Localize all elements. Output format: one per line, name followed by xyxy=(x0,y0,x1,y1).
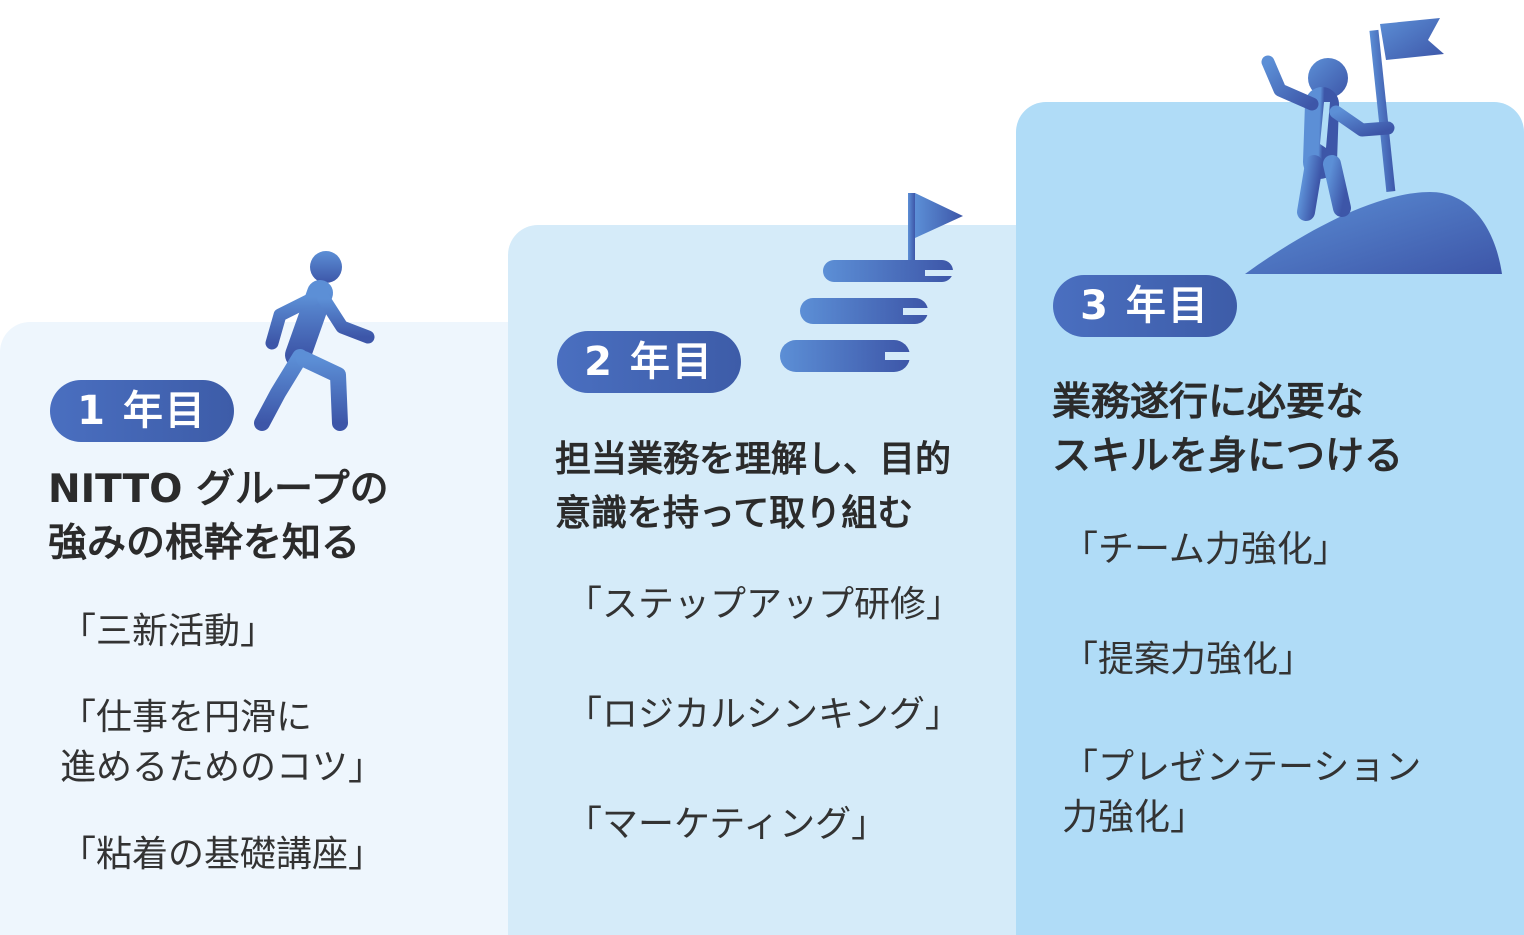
walking-person-icon xyxy=(254,251,375,431)
year-3-training-item: 「プレゼンテーション 力強化」 xyxy=(1062,747,1422,838)
summit-flag-person-icon xyxy=(1245,18,1502,274)
stairs-flag-icon xyxy=(780,193,963,372)
year-1-heading: NITTO グループの 強みの根幹を知る xyxy=(48,467,389,566)
year-3-training-item: 「提案力強化」 xyxy=(1062,639,1315,680)
year-1-training-item: 「仕事を円滑に 進めるためのコツ」 xyxy=(60,697,385,788)
year-2-training-item: 「ロジカルシンキング」 xyxy=(566,694,961,735)
year-1-training-item: 「三新活動」 xyxy=(60,611,277,652)
year-3-heading: 業務遂行に必要な スキルを身につける xyxy=(1052,380,1404,479)
year-3-training-item: 「チーム力強化」 xyxy=(1062,529,1349,570)
year-2-training-item: 「ステップアップ研修」 xyxy=(566,584,963,625)
year-1-training-item: 「粘着の基礎講座」 xyxy=(60,834,385,875)
year-2-badge: 2 年目 xyxy=(557,331,741,393)
year-3-badge: 3 年目 xyxy=(1053,275,1237,337)
year-2-heading: 担当業務を理解し、目的 意識を持って取り組む xyxy=(555,439,952,534)
year-1-badge: 1 年目 xyxy=(50,380,234,442)
year-2-training-item: 「マーケティング」 xyxy=(566,804,888,845)
